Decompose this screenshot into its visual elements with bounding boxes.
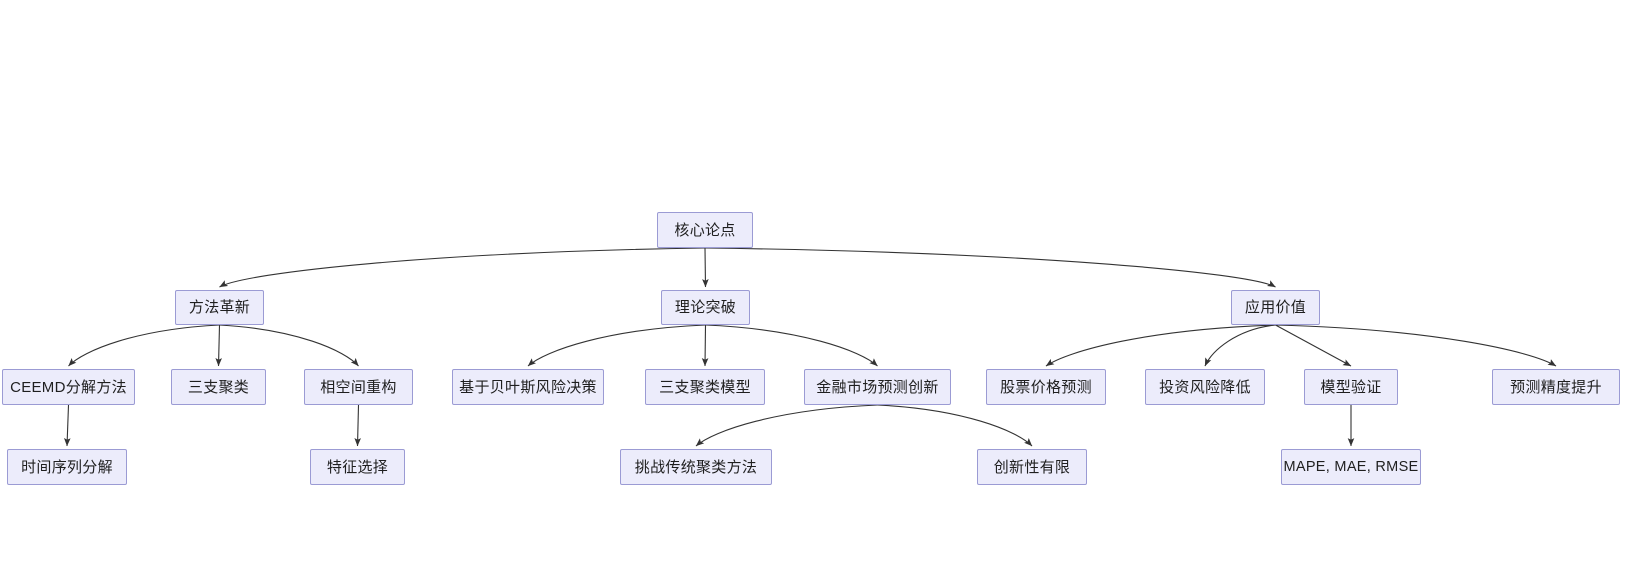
node-l4-2[interactable]: 特征选择 [310,449,405,485]
node-l3-10[interactable]: 预测精度提升 [1492,369,1620,405]
node-label: 时间序列分解 [21,458,113,476]
node-label: 核心论点 [674,221,736,239]
node-label: 创新性有限 [993,458,1071,476]
node-label: 三支聚类模型 [659,378,751,396]
node-label: 特征选择 [326,458,389,476]
node-root[interactable]: 核心论点 [657,212,753,248]
node-label: CEEMD分解方法 [10,378,127,396]
node-l3-8[interactable]: 投资风险降低 [1145,369,1265,405]
node-l3-7[interactable]: 股票价格预测 [986,369,1106,405]
node-label: 模型验证 [1320,378,1382,396]
node-label: 方法革新 [188,299,251,316]
node-l4-1[interactable]: 时间序列分解 [7,449,127,485]
node-label: 相空间重构 [320,378,397,396]
node-label: 理论突破 [674,299,737,316]
node-label: 三支聚类 [187,378,250,396]
node-l3-4[interactable]: 基于贝叶斯风险决策 [452,369,604,405]
node-l3-9[interactable]: 模型验证 [1304,369,1398,405]
node-label: 挑战传统聚类方法 [634,458,758,476]
node-label: 基于贝叶斯风险决策 [459,378,597,396]
node-l3-5[interactable]: 三支聚类模型 [645,369,765,405]
node-l4-4[interactable]: 创新性有限 [977,449,1087,485]
node-label: MAPE, MAE, RMSE [1283,458,1419,475]
node-label: 金融市场预测创新 [816,378,939,396]
node-l3-1[interactable]: CEEMD分解方法 [2,369,135,405]
node-label: 预测精度提升 [1510,378,1602,396]
node-label: 股票价格预测 [1000,378,1092,396]
node-l3-2[interactable]: 三支聚类 [171,369,266,405]
node-l2-2[interactable]: 理论突破 [661,290,750,325]
node-l2-3[interactable]: 应用价值 [1231,290,1320,325]
node-l3-3[interactable]: 相空间重构 [304,369,413,405]
node-label: 应用价值 [1244,299,1307,316]
node-l3-6[interactable]: 金融市场预测创新 [804,369,951,405]
node-l2-1[interactable]: 方法革新 [175,290,264,325]
node-l4-5[interactable]: MAPE, MAE, RMSE [1281,449,1421,485]
node-l4-3[interactable]: 挑战传统聚类方法 [620,449,772,485]
node-label: 投资风险降低 [1159,378,1251,396]
